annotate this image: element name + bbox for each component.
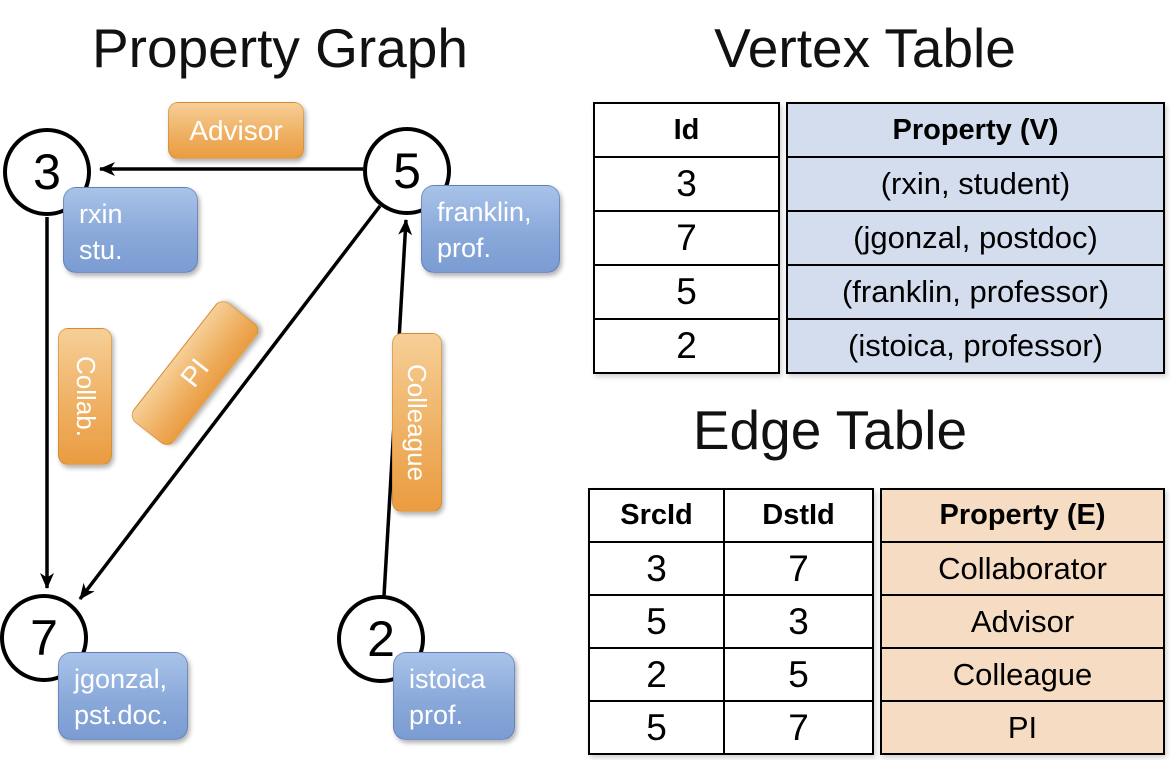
- edge-table-id-columns: SrcId DstId 3 7 5 3 2 5 5 7: [588, 488, 874, 755]
- node-id-label: 7: [30, 610, 58, 666]
- vertex-label-franklin: franklin, prof.: [421, 185, 560, 273]
- edge-table-cell-srcid: 5: [588, 594, 725, 649]
- edge-label-collab: Collab.: [58, 328, 112, 465]
- node-circle-2: 2: [337, 595, 425, 683]
- vertex-label-istoica: istoica prof.: [393, 652, 515, 740]
- vertex-label-line2: stu.: [79, 234, 123, 265]
- edge-table-cell-srcid: 2: [588, 647, 725, 702]
- edge-table-cell-property: PI: [880, 700, 1165, 755]
- vertex-table-cell-property: (rxin, student): [786, 156, 1165, 212]
- vertex-label-line1: istoica: [409, 664, 486, 694]
- edge-table-cell-property: Collaborator: [880, 541, 1165, 596]
- node-id-label: 5: [393, 143, 421, 199]
- property-graph-title: Property Graph: [91, 17, 468, 79]
- edge-table-cell-srcid: 3: [588, 541, 725, 596]
- edge-table-property-column: Property (E) Collaborator Advisor Collea…: [880, 488, 1165, 755]
- edge-table-cell-property: Colleague: [880, 647, 1165, 702]
- vertex-table-cell-id: 5: [593, 264, 780, 320]
- vertex-label-line2: prof.: [437, 232, 492, 263]
- edge-label-advisor: Advisor: [168, 102, 304, 159]
- vertex-label-jgonzal: jgonzal, pst.doc.: [58, 652, 188, 740]
- vertex-table-cell-property: (franklin, professor): [786, 264, 1165, 320]
- vertex-table-header-property: Property (V): [786, 102, 1165, 158]
- edge-label-text: Collab.: [70, 356, 101, 437]
- edge-arrow-pi-5-to-7: [78, 204, 382, 601]
- node-circle-5: 5: [363, 127, 451, 215]
- vertex-label-line2: prof.: [409, 699, 464, 730]
- edge-table-header-property: Property (E): [880, 488, 1165, 543]
- vertex-label-line1: franklin,: [437, 197, 532, 227]
- edge-table-cell-dstid: 7: [723, 700, 874, 755]
- vertex-table-header-id: Id: [593, 102, 780, 158]
- node-id-label: 2: [367, 611, 395, 667]
- vertex-table-cell-id: 3: [593, 156, 780, 212]
- edge-label-text: Advisor: [189, 114, 283, 146]
- vertex-label-rxin: rxin stu.: [63, 187, 198, 273]
- edge-table-title: Edge Table: [692, 399, 968, 461]
- edge-label-colleague: Colleague: [392, 333, 442, 512]
- edge-table-header-srcid: SrcId: [588, 488, 725, 543]
- edge-table-cell-srcid: 5: [588, 700, 725, 755]
- vertex-label-line1: jgonzal,: [74, 664, 168, 694]
- vertex-table-cell-id: 2: [593, 318, 780, 374]
- edge-label-text: Colleague: [402, 363, 433, 482]
- vertex-label-line1: rxin: [79, 199, 123, 229]
- vertex-table-cell-property: (istoica, professor): [786, 318, 1165, 374]
- edge-table-cell-dstid: 3: [723, 594, 874, 649]
- edge-table-header-dstid: DstId: [723, 488, 874, 543]
- vertex-table-cell-id: 7: [593, 210, 780, 266]
- vertex-table-title: Vertex Table: [714, 17, 1016, 79]
- edge-table-cell-property: Advisor: [880, 594, 1165, 649]
- vertex-table-id-column: Id 3 7 5 2: [593, 102, 780, 374]
- vertex-label-line2: pst.doc.: [74, 699, 169, 730]
- edge-table-cell-dstid: 7: [723, 541, 874, 596]
- node-id-label: 3: [33, 144, 61, 200]
- edge-label-text: PI: [174, 352, 215, 393]
- vertex-table-cell-property: (jgonzal, postdoc): [786, 210, 1165, 266]
- vertex-table-property-column: Property (V) (rxin, student) (jgonzal, p…: [786, 102, 1165, 374]
- edge-table-cell-dstid: 5: [723, 647, 874, 702]
